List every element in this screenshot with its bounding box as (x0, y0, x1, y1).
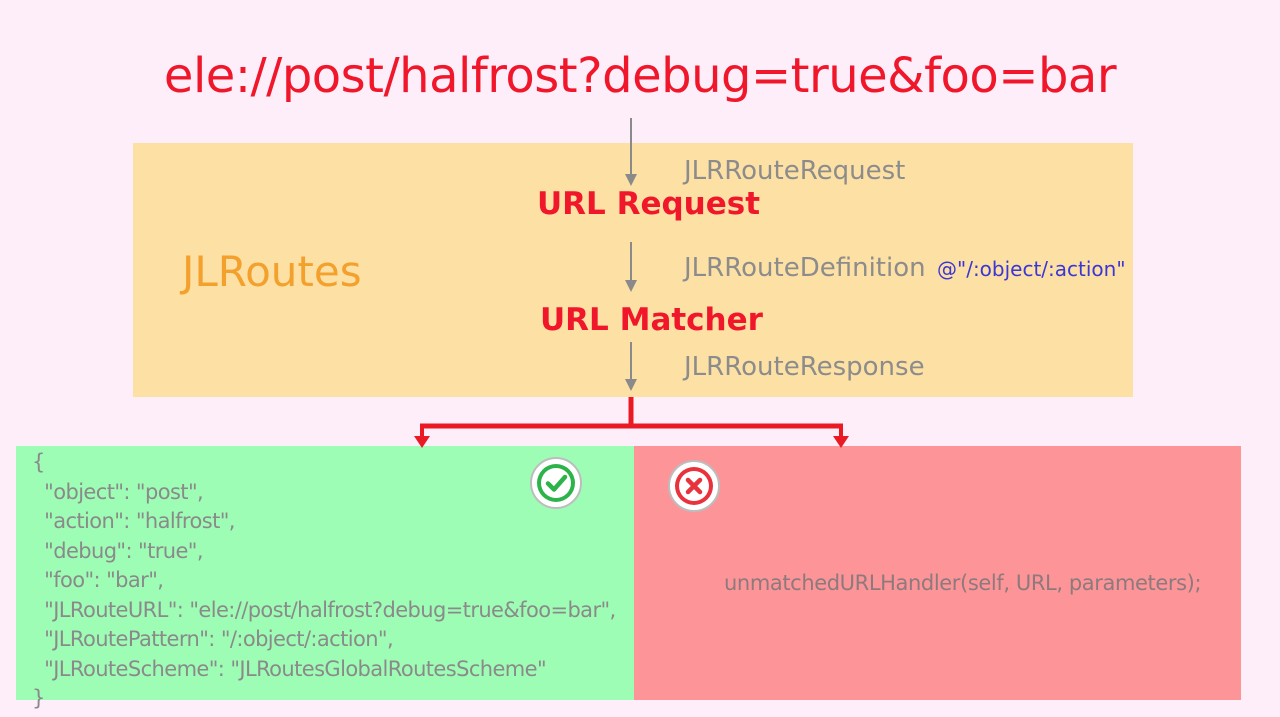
match-failure-panel (634, 446, 1241, 700)
stage-url-request: URL Request (537, 186, 761, 222)
branch-arrows (414, 397, 849, 448)
input-url: ele://post/halfrost?debug=true&foo=bar (163, 48, 1117, 104)
parameters-dictionary: { "object": "post", "action": "halfrost"… (32, 448, 616, 714)
route-pattern: @"/:object/:action" (937, 257, 1126, 281)
code-line: "JLRouteScheme": "JLRoutesGlobalRoutesSc… (32, 656, 547, 681)
code-line: } (32, 686, 45, 710)
code-line: "object": "post", (32, 479, 204, 504)
unmatched-handler-call: unmatchedURLHandler(self, URL, parameter… (724, 571, 1202, 595)
code-line: "foo": "bar", (32, 568, 164, 592)
class-route-definition: JLRRouteDefinition (684, 253, 926, 283)
library-name: JLRoutes (182, 247, 362, 296)
stage-url-matcher: URL Matcher (540, 302, 763, 338)
code-line: { (32, 450, 45, 474)
code-line: "JLRouteURL": "ele://post/halfrost?debug… (32, 597, 616, 622)
class-route-request: JLRRouteRequest (684, 156, 906, 186)
code-line: "debug": "true", (32, 538, 203, 563)
class-route-response: JLRRouteResponse (684, 352, 925, 382)
code-line: "action": "halfrost", (32, 509, 235, 533)
code-line: "JLRoutePattern": "/:object/:action", (32, 627, 394, 651)
cross-circle-icon (668, 460, 720, 512)
check-circle-icon (530, 457, 582, 509)
